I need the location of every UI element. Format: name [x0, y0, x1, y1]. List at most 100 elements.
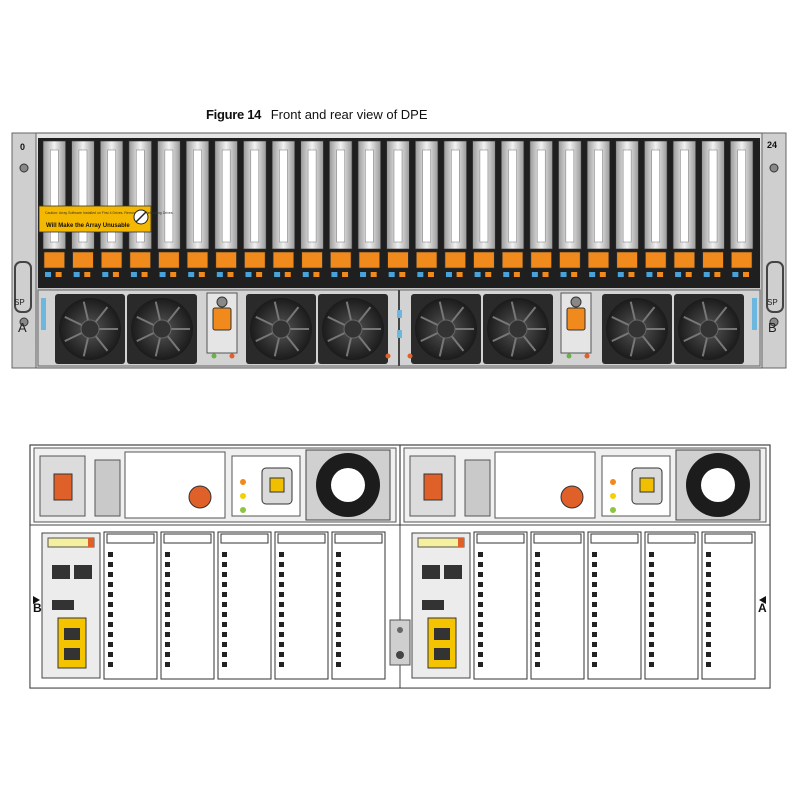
io-module-slot[interactable] [701, 531, 756, 680]
drive-led [274, 272, 281, 277]
drive-led [188, 272, 195, 277]
drive-latch [43, 251, 65, 269]
fan [411, 294, 481, 364]
front-fans [55, 294, 744, 364]
sp-led [752, 298, 757, 330]
io-module-slot[interactable] [331, 531, 386, 680]
io-module-slot[interactable] [160, 531, 215, 680]
drive-latch [244, 251, 266, 269]
drive-latch [444, 251, 466, 269]
drive-led [560, 272, 567, 277]
drive-carrier[interactable] [472, 140, 496, 277]
drive-latch [702, 251, 724, 269]
drive-carrier[interactable] [586, 140, 611, 277]
drive-latch [530, 251, 552, 269]
drive-latch [358, 251, 380, 269]
drive-led [360, 272, 367, 277]
drive-led [732, 272, 739, 277]
drive-carrier[interactable] [558, 140, 582, 277]
ear-screw [19, 163, 29, 173]
drive-carrier[interactable] [243, 140, 267, 277]
drive-latch [587, 251, 610, 269]
psu-right [403, 447, 767, 523]
drive-carrier[interactable] [386, 140, 410, 277]
drive-latch [272, 251, 295, 269]
drive-latch [72, 251, 94, 269]
psu-left [33, 447, 397, 523]
drive-led [474, 272, 481, 277]
sp-left-label: SP [14, 298, 25, 307]
slot-last-label: 24 [767, 140, 777, 150]
fan [246, 294, 316, 364]
drive-carrier[interactable] [415, 140, 439, 277]
drive-led [503, 272, 510, 277]
drive-led [302, 272, 309, 277]
rear-sp-b-label: B [33, 601, 42, 615]
sp-right-label: SP [767, 298, 778, 307]
fan [55, 294, 125, 364]
sp-b-io [103, 531, 386, 680]
drive-carrier[interactable] [329, 140, 353, 277]
drive-latch [301, 251, 323, 269]
drive-latch [186, 251, 209, 269]
io-module-slot[interactable] [274, 531, 329, 680]
right-handle [766, 261, 784, 313]
warning-label-text: Will Make the Array Unusable [46, 223, 130, 229]
left-handle [14, 261, 32, 313]
drive-led [675, 272, 682, 277]
rear-view: B A [29, 444, 771, 689]
io-module-slot[interactable] [103, 531, 158, 680]
drive-led [417, 272, 424, 277]
sp-b-mgmt [41, 532, 101, 679]
center-ground [389, 619, 411, 666]
drive-led [617, 272, 624, 277]
io-module-slot[interactable] [587, 531, 642, 680]
drive-latch [330, 251, 352, 269]
drive-led [703, 272, 710, 277]
io-module-slot[interactable] [473, 531, 528, 680]
sp-a-mgmt [411, 532, 471, 679]
drive-carrier[interactable] [157, 140, 181, 277]
drive-carrier[interactable] [271, 140, 296, 277]
front-view: 0 24 Caution: Array Software Installed o… [11, 132, 787, 369]
fan [602, 294, 672, 364]
drive-led [216, 272, 223, 277]
drive-led [646, 272, 653, 277]
drive-led [102, 272, 109, 277]
drive-latch [387, 251, 409, 269]
drive-latch [673, 251, 696, 269]
drive-led [331, 272, 338, 277]
drive-carrier[interactable] [644, 140, 668, 277]
drive-carrier[interactable] [672, 140, 697, 277]
sp-right-id: B [768, 320, 777, 335]
drive-carrier[interactable] [615, 140, 639, 277]
sp-led [41, 298, 46, 330]
drive-latch [158, 251, 180, 269]
io-module-slot[interactable] [644, 531, 699, 680]
fan [483, 294, 553, 364]
drive-carrier[interactable] [357, 140, 381, 277]
drive-led [445, 272, 452, 277]
drive-carrier[interactable] [529, 140, 553, 277]
drive-latch [559, 251, 581, 269]
drive-led [130, 272, 137, 277]
drive-led [245, 272, 252, 277]
io-module-slot[interactable] [530, 531, 585, 680]
drive-carrier[interactable] [443, 140, 467, 277]
warning-fine-print: Caution: Array Software Installed on Fir… [45, 211, 173, 215]
io-module-slot[interactable] [217, 531, 272, 680]
drive-carrier[interactable] [500, 140, 525, 277]
drive-carrier[interactable] [214, 140, 238, 277]
drive-carrier[interactable] [185, 140, 210, 277]
drive-led [159, 272, 166, 277]
drive-carrier[interactable] [300, 140, 324, 277]
figure-label: Figure 14 [206, 107, 262, 122]
ear-screw [19, 317, 29, 327]
ear-screw [769, 163, 779, 173]
sp-b-latch [560, 292, 592, 354]
drive-carrier[interactable] [730, 140, 754, 277]
drive-latch [129, 251, 151, 269]
fan [674, 294, 744, 364]
drive-carrier[interactable] [701, 140, 725, 277]
